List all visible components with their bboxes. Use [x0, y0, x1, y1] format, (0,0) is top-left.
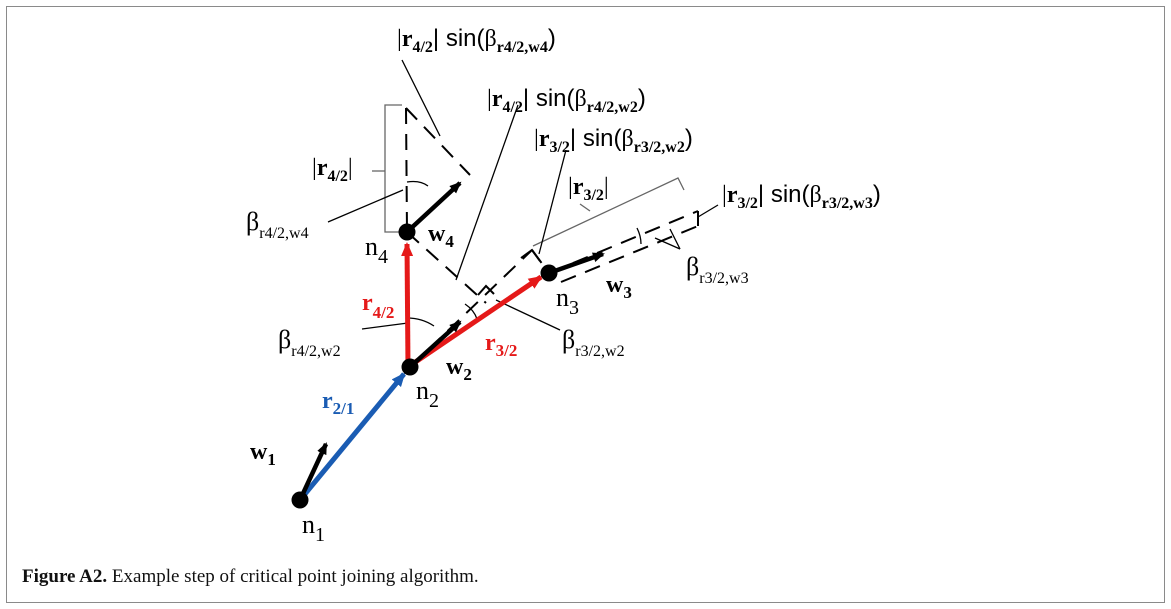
right-angle-mark-r42 — [477, 284, 495, 296]
right-angle-mark-r32 — [520, 248, 541, 262]
vector-r42 — [401, 242, 414, 368]
leader-b42w2 — [361, 322, 409, 330]
label-proj-r42-w2: |r4/2| sin(βr4/2,w2) — [487, 85, 646, 116]
vector-w4 — [405, 181, 462, 234]
label-abs-r42: |r4/2| — [312, 155, 353, 185]
label-r42: r4/2 — [362, 290, 394, 322]
label-proj-r42-w4: |r4/2| sin(βr4/2,w4) — [397, 25, 556, 56]
leader-proj-r32-w2 — [538, 149, 567, 255]
caption-label: Figure A2. — [22, 566, 108, 587]
label-abs-r32: |r3/2| — [568, 174, 609, 204]
leader-proj-r42-w2 — [455, 104, 519, 281]
arc-b42w2 — [406, 317, 435, 327]
dash-r42-to-w2 — [406, 231, 487, 304]
arc-b32w3 — [636, 227, 642, 245]
node-n3 — [540, 264, 558, 282]
bracket-abs-r32 — [532, 177, 685, 247]
leader-b42w4 — [327, 189, 404, 223]
leader-abs-r32 — [579, 203, 591, 212]
dimension-lines — [372, 104, 685, 247]
label-n1: n1 — [302, 510, 325, 546]
label-r21: r2/1 — [322, 388, 354, 418]
arc-b42w4 — [406, 180, 429, 187]
node-n1 — [291, 491, 309, 509]
vector-w2 — [408, 320, 462, 369]
leader-b32w3 — [669, 228, 681, 250]
label-w3: w3 — [606, 272, 632, 302]
figure-caption: Figure A2. Example step of critical poin… — [22, 566, 479, 588]
caption-text: Example step of critical point joining a… — [107, 566, 479, 587]
leader-b32w2 — [495, 299, 561, 331]
vector-w3 — [548, 251, 605, 276]
label-b32w2: βr3/2,w2 — [562, 325, 625, 360]
node-n4 — [398, 223, 416, 241]
leader-lines — [327, 59, 719, 331]
label-b42w2: βr4/2,w2 — [278, 325, 341, 360]
leader-b32w3-b — [654, 237, 681, 250]
leader-proj-r42-w4 — [401, 59, 441, 137]
arc-b32w2 — [464, 303, 478, 320]
dash-w3-extension-b — [560, 225, 699, 283]
label-w4: w4 — [428, 221, 454, 251]
label-b42w4: βr4/2,w4 — [246, 207, 309, 242]
label-r32: r3/2 — [485, 330, 517, 360]
dash-r42-axis — [405, 107, 408, 233]
label-w2: w2 — [446, 354, 472, 384]
vector-r32 — [406, 274, 543, 370]
bracket-abs-r42 — [384, 104, 402, 233]
vector-r21 — [298, 372, 406, 502]
figure-frame — [6, 6, 1165, 603]
dash-w4-extension — [405, 107, 471, 176]
label-proj-r32-w2: |r3/2| sin(βr3/2,w2) — [534, 125, 693, 156]
label-n4: n4 — [365, 232, 388, 268]
label-n2: n2 — [416, 376, 439, 412]
leader-proj-r32-w3 — [697, 204, 719, 218]
label-b32w3: βr3/2,w3 — [686, 252, 749, 287]
node-n2 — [401, 358, 419, 376]
vector-w1 — [297, 442, 329, 501]
label-w1: w1 — [250, 439, 276, 469]
label-proj-r32-w3: |r3/2| sin(βr3/2,w3) — [722, 181, 881, 212]
label-n3: n3 — [556, 283, 579, 319]
angle-arcs — [406, 180, 642, 327]
